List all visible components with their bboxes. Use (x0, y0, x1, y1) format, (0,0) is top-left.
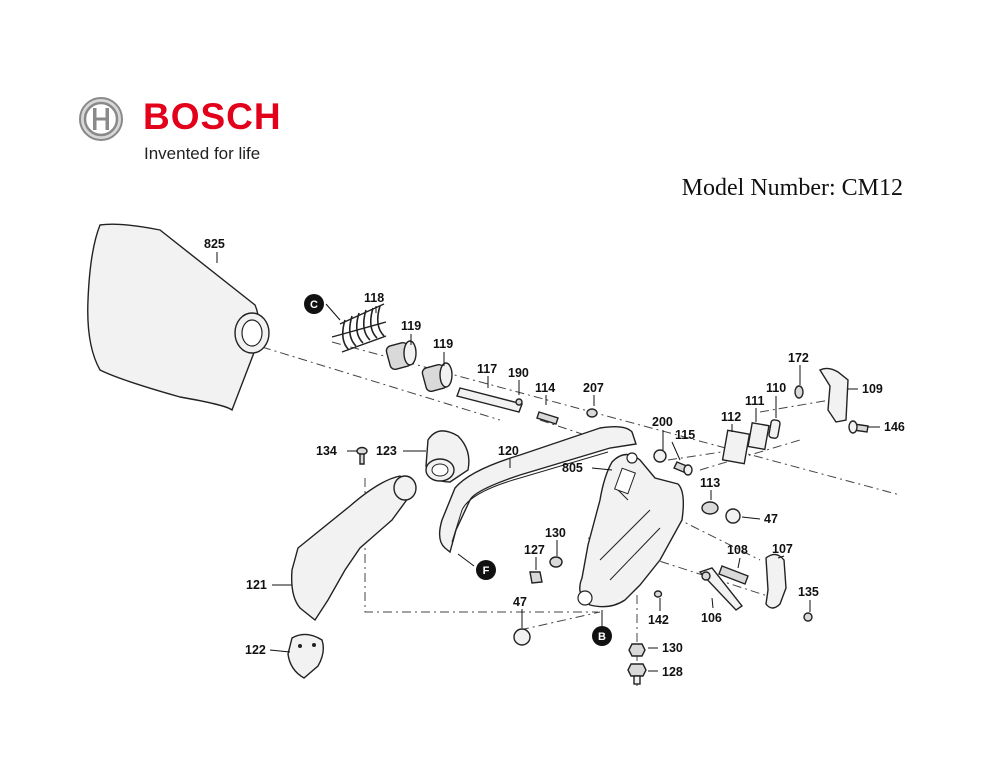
label-122: 122 (245, 643, 266, 657)
part-47-washer-b (513, 628, 531, 646)
leader-lines (216, 252, 880, 672)
part-190-pin (515, 398, 523, 406)
part-109-latch (818, 367, 849, 423)
label-47-a: 47 (764, 512, 778, 526)
label-108: 108 (727, 543, 748, 557)
label-117: 117 (477, 362, 497, 376)
label-106: 106 (701, 611, 722, 625)
label-805: 805 (562, 461, 583, 475)
part-200-washer (653, 449, 667, 463)
label-114: 114 (535, 381, 555, 395)
label-120: 120 (498, 444, 519, 458)
callout-c: C (304, 294, 324, 314)
part-172-spring-clip (794, 385, 804, 399)
label-130-b: 130 (662, 641, 683, 655)
part-119-bushing-b (421, 362, 453, 393)
label-121: 121 (246, 578, 267, 592)
label-142: 142 (648, 613, 669, 627)
label-172: 172 (788, 351, 809, 365)
part-110-clip (768, 419, 781, 439)
label-112: 112 (721, 410, 741, 424)
label-135: 135 (798, 585, 819, 599)
label-47-b: 47 (513, 595, 527, 609)
label-115: 115 (675, 428, 695, 442)
label-123: 123 (376, 444, 397, 458)
label-109: 109 (862, 382, 883, 396)
part-135-screw (803, 612, 813, 622)
bosch-armature-logo (79, 97, 123, 141)
part-122-deflector (287, 633, 325, 679)
label-111: 111 (745, 394, 765, 408)
part-47-washer-a (725, 508, 741, 524)
label-118: 118 (364, 291, 384, 305)
part-146-screw (848, 420, 869, 434)
label-119-a: 119 (401, 319, 421, 333)
part-120-lever-arm (438, 425, 637, 554)
label-825: 825 (204, 237, 225, 251)
brand-name: BOSCH (143, 96, 282, 137)
callout-b: B (592, 626, 612, 646)
label-130-a: 130 (545, 526, 566, 540)
part-207-screw (586, 408, 598, 418)
part-130-nut-a (549, 556, 563, 568)
part-111-plate (747, 421, 770, 451)
part-825-dust-bag (87, 223, 270, 412)
label-134: 134 (316, 444, 337, 458)
part-119-bushing-a (385, 340, 417, 371)
label-119-b: 119 (433, 337, 453, 351)
label-207: 207 (583, 381, 604, 395)
part-112-plate (721, 429, 751, 465)
part-107-handle (765, 553, 787, 609)
part-142-pin (653, 590, 663, 598)
callout-f: F (476, 560, 496, 580)
part-labels: 825 118 119 119 117 190 114 207 172 109 … (204, 237, 905, 679)
part-805-bracket (577, 452, 685, 608)
part-118-spring (331, 303, 387, 353)
label-107: 107 (772, 542, 793, 556)
part-113-knob (701, 501, 719, 515)
part-108-shaft (718, 565, 749, 585)
label-127: 127 (524, 543, 545, 557)
svg-text:F: F (483, 565, 490, 577)
label-113: 113 (700, 476, 720, 490)
svg-text:C: C (310, 299, 318, 311)
label-110: 110 (766, 381, 786, 395)
part-117-rod (456, 387, 523, 413)
label-128: 128 (662, 665, 683, 679)
part-114-pin (536, 411, 559, 425)
part-128-bolt (627, 663, 647, 685)
part-106-lever (698, 567, 744, 611)
part-121-chute (290, 475, 417, 622)
part-130-nut-b (628, 643, 646, 657)
part-127-nut (529, 571, 543, 584)
part-134-screw (356, 446, 368, 465)
part-115-screw (673, 461, 693, 476)
svg-text:B: B (598, 631, 606, 643)
brand-tagline: Invented for life (144, 144, 261, 163)
label-146: 146 (884, 420, 905, 434)
label-200: 200 (652, 415, 673, 429)
label-190: 190 (508, 366, 529, 380)
model-number: Model Number: CM12 (681, 175, 903, 201)
part-123-elbow (425, 430, 470, 483)
